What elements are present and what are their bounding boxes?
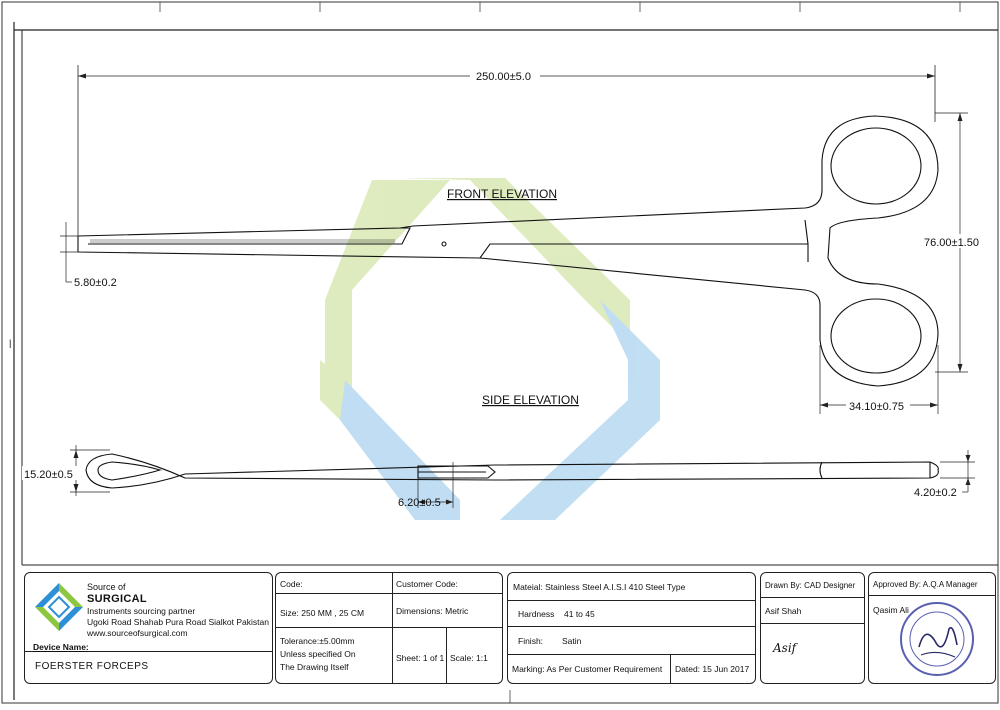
tolerance-line2: Unless specified On (280, 649, 356, 659)
dim-side-ring: 15.20±0.5 (24, 469, 73, 481)
code-label: Code: (280, 579, 303, 589)
left-marker: | (9, 338, 11, 348)
company-line1: Source of (87, 582, 126, 592)
size-value: Size: 250 MM , 25 CM (280, 608, 365, 618)
sheet-value: Sheet: 1 of 1 (396, 653, 445, 663)
approved-by-name: Qasim Ali (873, 605, 909, 615)
drawn-by-signature: Asif (773, 641, 797, 655)
tolerance-line3: The Drawing Itself (280, 662, 349, 672)
device-name: FOERSTER FORCEPS (35, 661, 149, 672)
scale-value: Scale: 1:1 (450, 653, 488, 663)
company-website: www.sourceofsurgical.com (87, 628, 188, 638)
material-value: Mateial: Stainless Steel A.I.S.I 410 Ste… (513, 582, 686, 592)
hardness-label: Hardness (518, 609, 555, 619)
company-tagline: Instruments sourcing partner (87, 606, 196, 616)
hardness-value: 41 to 45 (564, 609, 595, 619)
drawn-by-box: Drawn By: CAD Designer Asif Shah Asif (760, 572, 865, 684)
company-address: Ugoki Road Shahab Pura Road Sialkot Paki… (87, 617, 269, 627)
watermark-green-top (400, 178, 630, 345)
company-box: Source of SURGICAL Instruments sourcing … (24, 572, 273, 684)
dim-shank: 4.20±0.2 (914, 487, 957, 499)
watermark-logo (320, 178, 660, 520)
company-line2: SURGICAL (87, 593, 147, 605)
dim-overall-length: 250.00±5.0 (476, 71, 531, 83)
approved-by-label: Approved By: A.Q.A Manager (873, 580, 978, 589)
finish-value: Satin (562, 636, 582, 646)
company-logo-icon (35, 583, 83, 631)
dim-tip-width: 5.80±0.2 (74, 277, 117, 289)
material-box: Mateial: Stainless Steel A.I.S.I 410 Ste… (507, 572, 756, 684)
drawn-by-label: Drawn By: CAD Designer (765, 581, 856, 590)
forceps-side-view (85, 453, 939, 489)
zone-ticks (159, 2, 961, 703)
front-elevation-title: FRONT ELEVATION (447, 187, 557, 201)
device-name-label: Device Name: (33, 642, 89, 652)
dim-ring-width: 34.10±0.75 (849, 401, 904, 413)
dated-value: Dated: 15 Jun 2017 (675, 664, 750, 674)
dimensions-value: Dimensions: Metric (396, 606, 469, 616)
watermark-blue-bottom (325, 380, 460, 520)
marking-value: Marking: As Per Customer Requirement (512, 664, 663, 674)
dim-ring-height: 76.00±1.50 (924, 237, 979, 249)
approval-stamp-icon (900, 602, 974, 676)
watermark-blue-right (500, 300, 660, 520)
forceps-front-view (77, 115, 939, 387)
customer-code-label: Customer Code: (396, 579, 458, 589)
side-elevation-title: SIDE ELEVATION (482, 393, 579, 407)
finish-label: Finish: (518, 636, 544, 646)
drawn-by-name: Asif Shah (765, 606, 802, 616)
watermark-green-left (325, 180, 450, 400)
tolerance-line1: Tolerance:±5.00mm (280, 636, 355, 646)
jaw-serrations (90, 239, 395, 243)
watermark-green-small (320, 360, 345, 420)
approved-by-box: Approved By: A.Q.A Manager Qasim Ali (868, 572, 996, 684)
dim-box-lock: 6.20±0.5 (398, 497, 441, 509)
specs-box: Code: Customer Code: Size: 250 MM , 25 C… (275, 572, 503, 684)
divider (25, 651, 272, 652)
